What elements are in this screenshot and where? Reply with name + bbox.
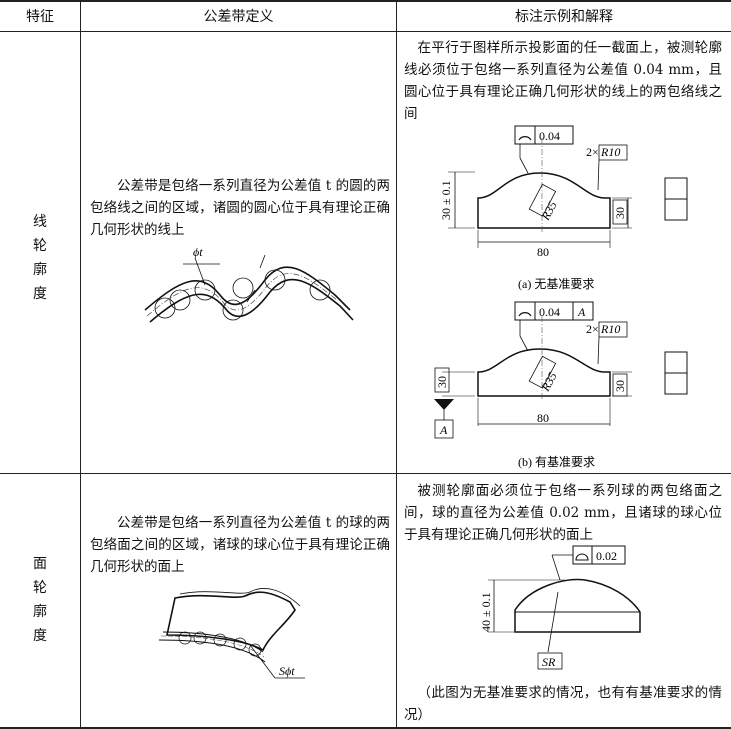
feature-char: 轮 (33, 580, 47, 596)
width-dim: 80 (537, 245, 549, 259)
surface-profile-explanation: 被测轮廓面必须位于包络一系列球的两包络面之间，球的直径为公差值 0.02 mm，… (404, 483, 722, 543)
tolerance-value: 0.04 (539, 129, 560, 143)
figure-b: 0.04 A 2× R10 R35 30 30 A 80 (b) 有基准要求 (434, 301, 688, 469)
datum-triangle (434, 399, 454, 410)
width-dim: 80 (537, 411, 549, 425)
line-profile-icon (518, 136, 532, 141)
line-profile-explanation: 在平行于图样所示投影面的任一截面上，被测轮廓线必须位于包络一系列直径为公差值 0… (404, 40, 722, 122)
feature-char: 度 (33, 286, 47, 302)
surface-profile-note: （此图为无基准要求的情况，也有有基准要求的情况） (404, 685, 722, 723)
figure-a: 0.04 2× R10 R35 30 ± 0.1 30 80 (a) 无基准要求 (439, 125, 688, 291)
tolerance-value: 0.02 (596, 549, 617, 563)
table-bottom-border (0, 727, 731, 729)
tolerance-value: 0.04 (539, 305, 560, 319)
caption-a: (a) 无基准要求 (518, 277, 594, 291)
r35-label: R35 (538, 370, 560, 395)
phi-t-label: ϕt (193, 245, 203, 259)
column-divider-1 (80, 0, 81, 729)
line-profile-icon (518, 312, 532, 317)
line-profile-definition: 公差带是包络一系列直径为公差值 t 的圆的两包络线之间的区域，诸圆的圆心位于具有… (90, 178, 390, 238)
radius-count: 2× (586, 145, 599, 159)
table-top-border (0, 0, 731, 2)
tolerance-frame (514, 125, 574, 145)
column-divider-2 (396, 0, 397, 729)
surface-profile-zone-figure: Sϕt (158, 588, 305, 679)
radius-label: R10 (600, 145, 620, 159)
surface-profile-icon (575, 553, 589, 561)
feature-char: 轮 (33, 238, 47, 254)
radius-label: R10 (600, 322, 620, 336)
header-definition: 公差带定义 (203, 9, 274, 25)
feature-char: 面 (33, 556, 47, 572)
tolerance-frame (514, 301, 594, 321)
line-profile-zone-figure: ϕt (144, 245, 354, 323)
left-dim: 30 (435, 376, 449, 388)
row-divider (0, 473, 731, 474)
figure-c: 0.02 40 ± 0.1 SR (479, 545, 641, 670)
right-dim: 30 (613, 380, 627, 392)
surface-profile-definition: 公差带是包络一系列直径为公差值 t 的球的两包络面之间的区域，诸球的球心位于具有… (90, 515, 390, 575)
r35-label: R35 (538, 199, 560, 224)
datum-letter: A (577, 305, 586, 319)
feature-char: 廓 (33, 604, 47, 620)
height-dim: 40 ± 0.1 (479, 592, 493, 632)
s-phi-t-label: Sϕt (279, 664, 295, 678)
feature-char: 廓 (33, 262, 47, 278)
caption-b: (b) 有基准要求 (518, 455, 595, 469)
sr-label: SR (542, 655, 556, 669)
height-dim: 30 ± 0.1 (439, 180, 453, 220)
datum-box-letter: A (439, 423, 448, 437)
header-bottom-border (0, 31, 731, 32)
right-dim: 30 (613, 207, 627, 219)
header-feature: 特征 (26, 9, 54, 25)
feature-char: 线 (33, 214, 47, 230)
header-example: 标注示例和解释 (515, 9, 613, 25)
feature-char: 度 (33, 628, 47, 644)
radius-count: 2× (586, 322, 599, 336)
